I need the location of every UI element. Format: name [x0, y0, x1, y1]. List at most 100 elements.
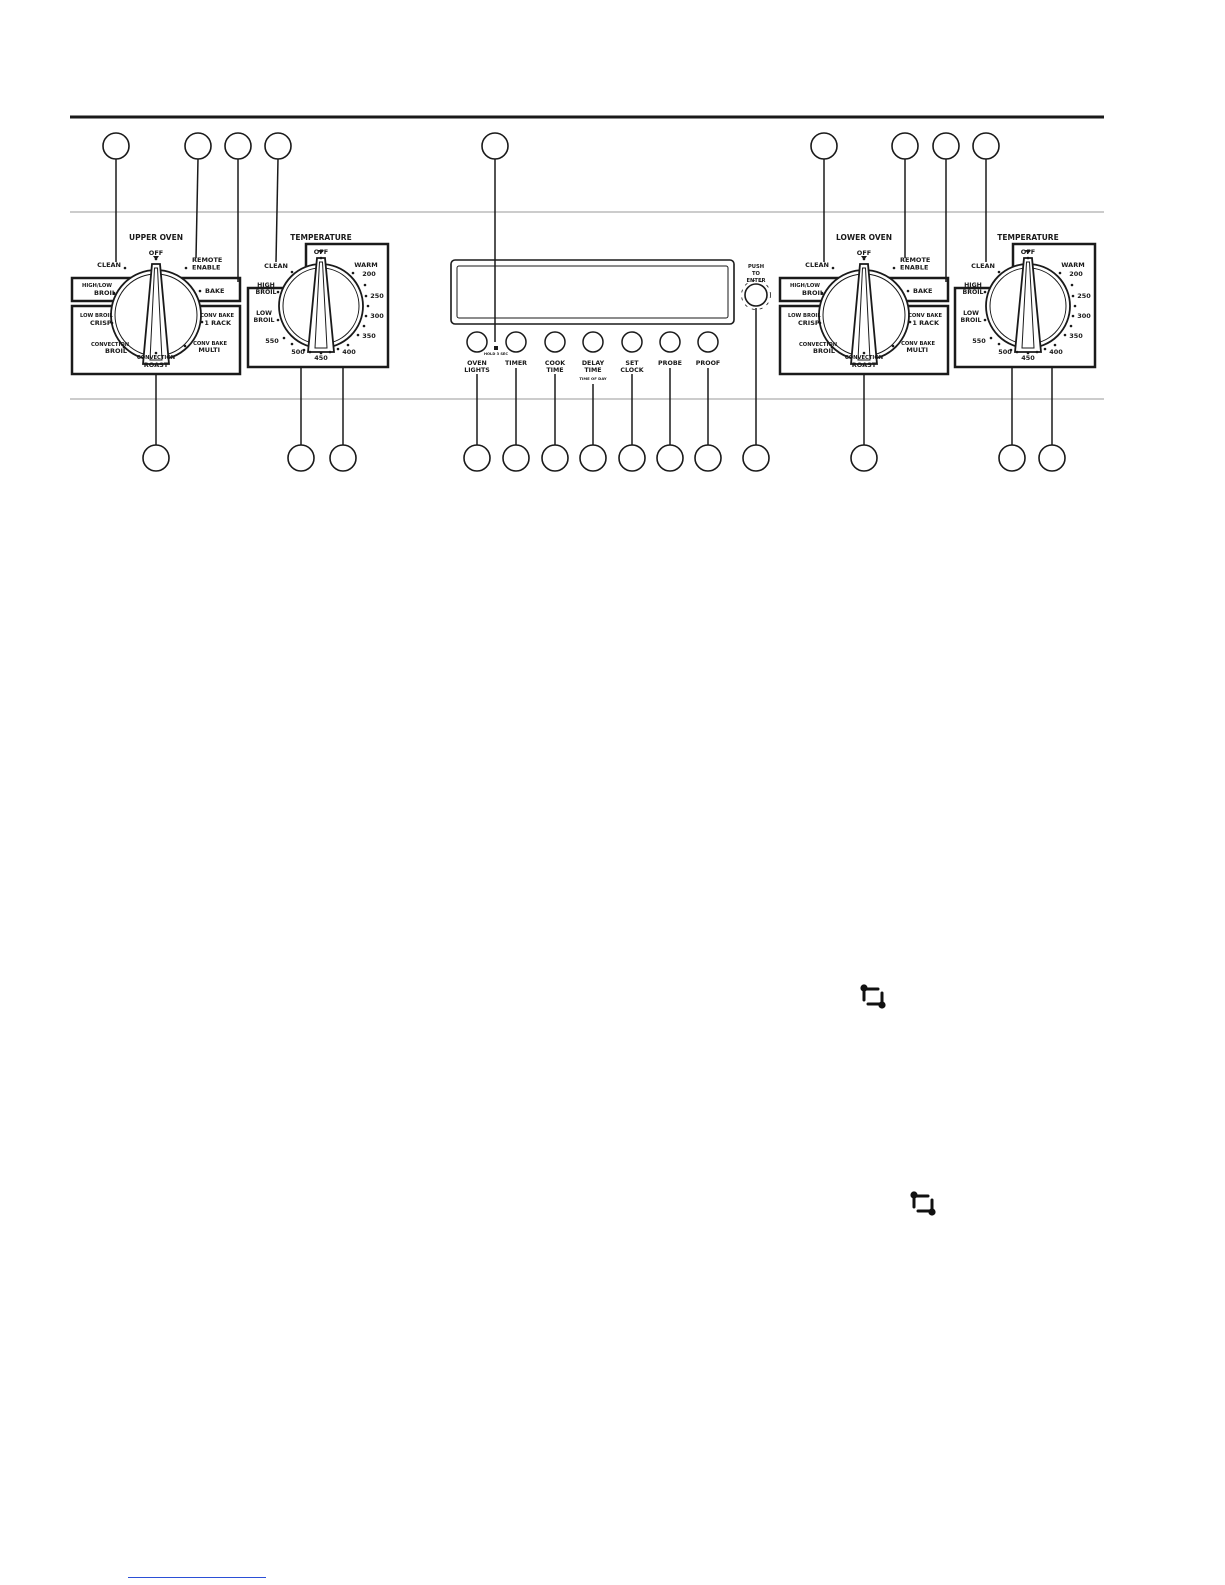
- label-bake: BAKE: [913, 287, 932, 295]
- label-350: 350: [1069, 332, 1083, 340]
- label-low-broil: LOW: [256, 310, 272, 317]
- label-high-low-broil: BROIL: [94, 289, 116, 297]
- oven-lights-label: LIGHTS: [464, 367, 490, 374]
- label-remote-enable: ENABLE: [900, 264, 928, 272]
- label-low-broil-crisp: CRISP: [798, 319, 820, 327]
- set-clock-label: SET: [625, 360, 639, 367]
- proof-button[interactable]: [697, 331, 719, 353]
- label-low-broil-crisp: CRISP: [90, 319, 112, 327]
- rotate-icon: [910, 1191, 936, 1216]
- rotate-icon: [860, 984, 886, 1009]
- oven-lights-button[interactable]: [466, 331, 488, 353]
- callout-circle: [329, 444, 357, 472]
- callout-leader: [195, 158, 199, 259]
- mode-selector-knob-grip-inner: [149, 267, 163, 361]
- mode-selector-knob-grip-inner: [857, 267, 871, 361]
- label-remote-enable: REMOTE: [192, 256, 222, 264]
- label-conv-bake-multi: CONV BAKE: [193, 341, 227, 347]
- tick-dot: [1035, 350, 1039, 354]
- tick-dot: [123, 266, 127, 270]
- tick-dot: [282, 336, 286, 340]
- delay-time-button[interactable]: [582, 331, 604, 353]
- temperature-knob-grip: [307, 257, 335, 353]
- tick-dot: [276, 290, 280, 294]
- label-convection-roast: ROAST: [852, 361, 877, 369]
- callout-circle: [287, 444, 315, 472]
- tick-dot: [184, 266, 188, 270]
- push-to-enter-label: TO: [752, 271, 761, 277]
- label-low-broil: BROIL: [961, 317, 982, 324]
- label-off: OFF: [857, 249, 871, 257]
- push-to-enter-knob[interactable]: [744, 283, 768, 307]
- tick-dot: [1071, 314, 1075, 318]
- label-250: 250: [1077, 292, 1091, 300]
- oven-title: LOWER OVEN: [836, 233, 892, 242]
- tick-dot: [1043, 347, 1047, 351]
- tick-dot: [997, 342, 1001, 346]
- label-300: 300: [370, 312, 384, 320]
- label-conv-bake-1-rack: CONV BAKE: [908, 313, 942, 319]
- label-clean: CLEAN: [971, 262, 995, 270]
- label-200: 200: [1069, 270, 1083, 278]
- label-off: OFF: [1021, 248, 1035, 256]
- tick-dot: [983, 290, 987, 294]
- callout-circle: [142, 444, 170, 472]
- label-high-low-broil: HIGH/LOW: [790, 283, 820, 289]
- knob-pointer: [1025, 250, 1031, 254]
- tick-dot: [110, 321, 114, 325]
- tick-dot: [183, 344, 187, 348]
- timer-button[interactable]: [505, 331, 527, 353]
- tick-dot: [356, 333, 360, 337]
- tick-dot: [1026, 256, 1030, 260]
- tick-dot: [362, 324, 366, 328]
- label-conv-bake-1-rack: 1 RACK: [912, 319, 940, 327]
- tick-dot: [364, 314, 368, 318]
- tick-dot: [1073, 304, 1077, 308]
- tick-dot: [818, 321, 822, 325]
- callout-circle: [891, 132, 919, 160]
- set-clock-button[interactable]: [621, 331, 643, 353]
- tick-dot: [200, 320, 204, 324]
- label-bake: BAKE: [205, 287, 224, 295]
- label-high-low-broil: HIGH/LOW: [82, 283, 112, 289]
- proof-label: PROOF: [696, 360, 720, 367]
- tick-dot: [328, 350, 332, 354]
- label-500: 500: [998, 348, 1012, 356]
- label-low-broil: LOW: [963, 310, 979, 317]
- tick-dot: [892, 266, 896, 270]
- tick-dot: [351, 271, 355, 275]
- label-300: 300: [1077, 312, 1091, 320]
- tick-dot: [1069, 324, 1073, 328]
- temperature-knob-grip: [1014, 257, 1042, 353]
- label-high-low-broil: BROIL: [802, 289, 824, 297]
- callout-circle: [264, 132, 292, 160]
- tick-dot: [983, 318, 987, 322]
- label-200: 200: [362, 270, 376, 278]
- tick-dot: [336, 347, 340, 351]
- label-convection-roast: CONVECTION: [845, 355, 883, 361]
- label-250: 250: [370, 292, 384, 300]
- tick-dot: [319, 256, 323, 260]
- label-conv-bake-multi: MULTI: [906, 346, 928, 354]
- label-550: 550: [972, 337, 986, 345]
- callout-circle: [463, 444, 491, 472]
- label-remote-enable: REMOTE: [900, 256, 930, 264]
- hold-3-sec-label: HOLD 3 SEC: [484, 352, 508, 356]
- tick-dot: [154, 257, 158, 261]
- temperature-knob-grip-inner: [314, 261, 328, 349]
- tick-dot: [820, 291, 824, 295]
- label-clean: CLEAN: [805, 261, 829, 269]
- label-clean: CLEAN: [264, 262, 288, 270]
- label-convection-broil: BROIL: [105, 347, 127, 355]
- tick-dot: [276, 318, 280, 322]
- footer-link-underline[interactable]: [128, 1577, 266, 1578]
- probe-button[interactable]: [659, 331, 681, 353]
- callout-circle: [502, 444, 530, 472]
- tick-dot: [1070, 283, 1074, 287]
- callout-circle: [742, 444, 770, 472]
- label-high-broil: BROIL: [256, 289, 277, 296]
- cook-time-label: COOK: [545, 360, 566, 367]
- callout-leader: [275, 158, 279, 263]
- cook-time-button[interactable]: [544, 331, 566, 353]
- callout-circle: [481, 132, 509, 160]
